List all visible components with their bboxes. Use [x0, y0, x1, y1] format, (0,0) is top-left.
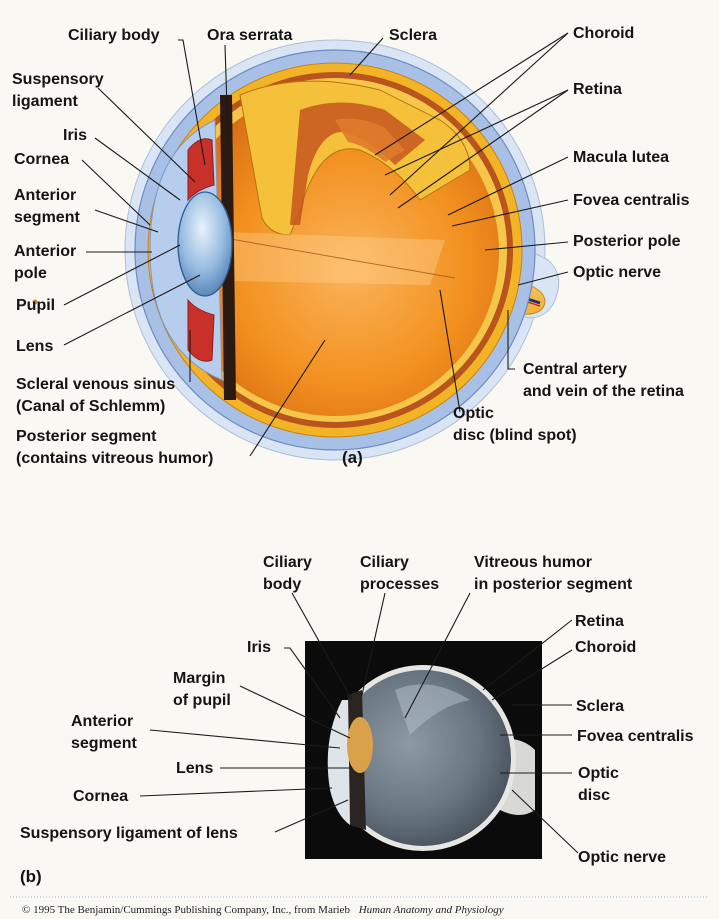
label-suspensory-ligament-2: ligament	[12, 93, 78, 110]
ciliary-body-upper	[187, 138, 215, 202]
label-optic-disc-2: disc (blind spot)	[453, 427, 577, 444]
label-ora-serrata: Ora serrata	[207, 27, 292, 44]
label-posterior-segment-1: Posterior segment	[16, 428, 157, 445]
label-choroid: Choroid	[573, 25, 634, 42]
visual-axis-line	[189, 231, 456, 279]
label-scleral-venous-sinus-2: (Canal of Schlemm)	[16, 398, 165, 415]
label-b-vitreous-1: Vitreous humor	[474, 554, 592, 571]
label-b-margin-pupil-2: of pupil	[173, 692, 231, 709]
ciliary-body-lower	[187, 298, 215, 362]
label-b-margin-pupil-1: Margin	[173, 670, 225, 687]
label-retina: Retina	[573, 81, 622, 98]
label-posterior-pole: Posterior pole	[573, 233, 681, 250]
labels-b: Ciliary body Ciliary processes Vitreous …	[20, 554, 694, 886]
label-b-choroid: Choroid	[575, 639, 636, 656]
label-posterior-segment-2: (contains vitreous humor)	[16, 450, 213, 467]
label-b-anterior-segment-1: Anterior	[71, 713, 133, 730]
label-b-ciliary-body-2: body	[263, 576, 301, 593]
label-b-lens: Lens	[176, 760, 213, 777]
caption-text: © 1995 The Benjamin/Cummings Publishing …	[22, 904, 504, 916]
label-b-fovea-centralis: Fovea centralis	[577, 728, 694, 745]
label-optic-nerve: Optic nerve	[573, 264, 661, 281]
photo-globe-interior	[335, 670, 511, 846]
label-b-ciliary-body-1: Ciliary	[263, 554, 312, 571]
label-optic-disc-1: Optic	[453, 405, 494, 422]
label-anterior-segment-1: Anterior	[14, 187, 76, 204]
labels-a: Ciliary body Ora serrata Sclera Choroid …	[12, 25, 690, 467]
label-b-ciliary-processes-2: processes	[360, 576, 439, 593]
label-pupil: Pupil	[16, 297, 55, 314]
label-b-optic-nerve: Optic nerve	[578, 849, 666, 866]
label-iris: Iris	[63, 127, 87, 144]
leader-lines-b	[139, 592, 579, 854]
label-anterior-pole-2: pole	[14, 265, 47, 282]
label-cornea: Cornea	[14, 151, 69, 168]
label-b-retina: Retina	[575, 613, 624, 630]
eye-photo-b	[305, 641, 542, 859]
lens	[177, 191, 233, 297]
pupil-marker	[32, 299, 38, 305]
leader-lines-a	[63, 32, 569, 457]
label-b-sclera: Sclera	[576, 698, 624, 715]
caption-book: Human Anatomy and Physiology	[358, 904, 504, 916]
label-fovea-centralis: Fovea centralis	[573, 192, 690, 209]
label-b-suspensory-ligament: Suspensory ligament of lens	[20, 825, 238, 842]
eye-cross-section-a	[32, 39, 560, 461]
panel-label-b: (b)	[20, 867, 42, 886]
photo-lens	[347, 717, 373, 773]
label-central-artery-1: Central artery	[523, 361, 627, 378]
label-b-optic-disc-1: Optic	[578, 765, 619, 782]
photo-cornea	[327, 700, 352, 825]
photo-highlight	[395, 684, 470, 735]
section-plane	[170, 230, 445, 285]
label-scleral-venous-sinus-1: Scleral venous sinus	[16, 376, 175, 393]
label-lens: Lens	[16, 338, 53, 355]
caption-credit: © 1995 The Benjamin/Cummings Publishing …	[22, 904, 350, 916]
label-anterior-pole-1: Anterior	[14, 243, 76, 260]
layer-cutaway	[239, 80, 471, 236]
panel-label-a: (a)	[342, 448, 363, 467]
label-central-artery-2: and vein of the retina	[523, 383, 684, 400]
label-b-cornea: Cornea	[73, 788, 128, 805]
label-b-ciliary-processes-1: Ciliary	[360, 554, 409, 571]
label-suspensory-ligament-1: Suspensory	[12, 71, 104, 88]
label-b-anterior-segment-2: segment	[71, 735, 137, 752]
label-macula-lutea: Macula lutea	[573, 149, 669, 166]
label-anterior-segment-2: segment	[14, 209, 80, 226]
label-b-iris: Iris	[247, 639, 271, 656]
label-b-optic-disc-2: disc	[578, 787, 610, 804]
label-b-vitreous-2: in posterior segment	[474, 576, 633, 593]
label-ciliary-body: Ciliary body	[68, 27, 160, 44]
label-sclera: Sclera	[389, 27, 437, 44]
